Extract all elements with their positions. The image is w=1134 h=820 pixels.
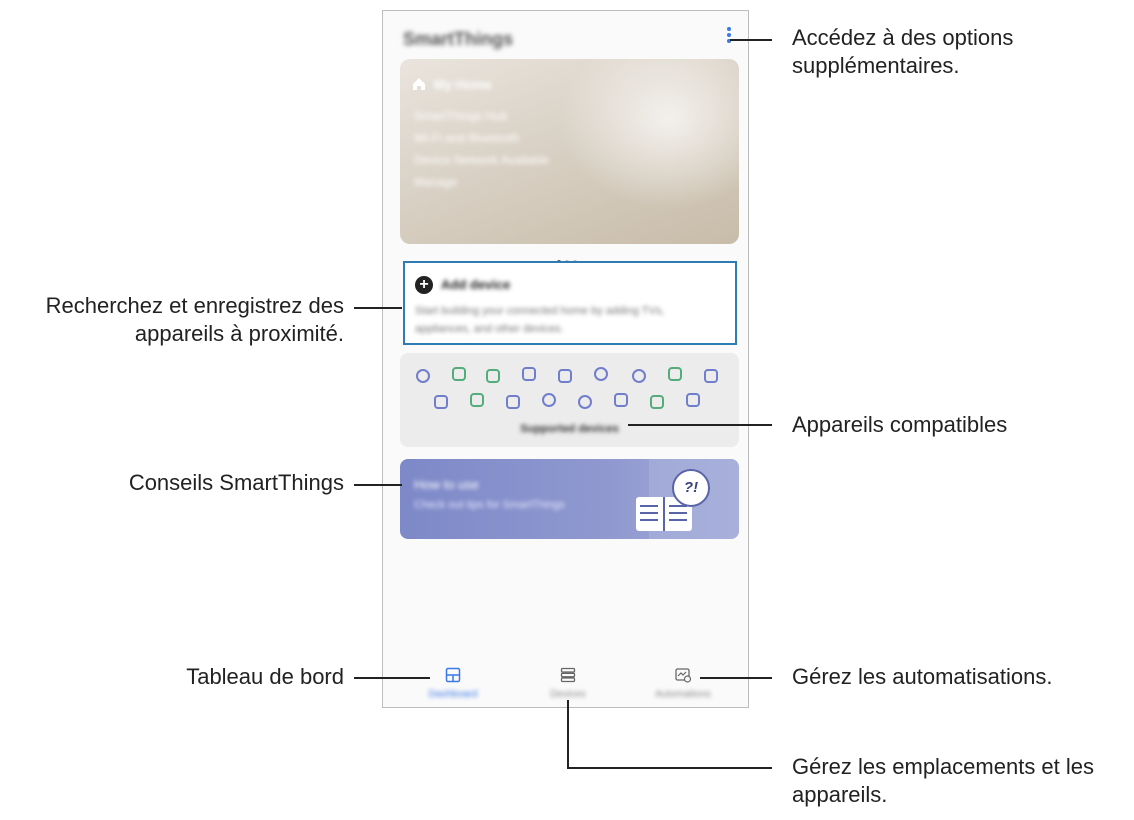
automations-icon	[675, 668, 691, 683]
tab-label: Devices	[550, 689, 586, 700]
device-icon	[486, 369, 500, 383]
device-icon	[650, 395, 664, 409]
device-icon	[704, 369, 718, 383]
device-icon	[506, 395, 520, 409]
device-icon	[558, 369, 572, 383]
callout-line-options	[730, 39, 772, 41]
supported-devices-card[interactable]: Supported devices	[400, 353, 739, 447]
tips-card[interactable]: How to use Check out tips for SmartThing…	[400, 459, 739, 539]
annotation-options: Accédez à des options supplémentaires.	[792, 25, 1014, 78]
tab-automations[interactable]: Automations	[628, 659, 738, 707]
device-icon	[614, 393, 628, 407]
add-device-title: Add device	[441, 277, 511, 292]
callout-line-dashboard	[354, 677, 430, 679]
add-device-card[interactable]: + Add device Start building your connect…	[403, 261, 737, 345]
callout-line-locations-h	[567, 767, 772, 769]
device-icon	[632, 369, 646, 383]
more-options-icon[interactable]	[723, 25, 735, 47]
callout-line-tips	[354, 484, 402, 486]
annotation-dashboard: Tableau de bord	[186, 664, 344, 689]
question-bubble-icon: ?!	[672, 469, 710, 507]
tab-label: Automations	[655, 689, 711, 700]
tips-subtitle: Check out tips for SmartThings	[414, 499, 566, 511]
annotation-automations: Gérez les automatisations.	[792, 664, 1053, 689]
device-icon	[470, 393, 484, 407]
device-icon	[594, 367, 608, 381]
annotation-compatible: Appareils compatibles	[792, 412, 1008, 437]
plus-icon: +	[415, 276, 433, 294]
bottom-nav: Dashboard Devices Automations	[383, 659, 748, 707]
devices-list-icon	[560, 667, 576, 683]
tips-title: How to use	[414, 477, 480, 492]
annotation-search: Recherchez et enregistrez des appareils …	[45, 293, 344, 346]
callout-line-search	[354, 307, 402, 309]
device-icon	[434, 395, 448, 409]
home-icon	[413, 78, 425, 90]
callout-line-automations	[700, 677, 772, 679]
home-card[interactable]: My Home SmartThings Hub Wi-Fi and Blueto…	[400, 59, 739, 244]
add-device-desc: appliances, and other devices.	[415, 323, 564, 335]
home-card-title: My Home	[434, 77, 492, 92]
device-icon	[578, 395, 592, 409]
tab-devices[interactable]: Devices	[513, 659, 623, 707]
device-icon	[416, 369, 430, 383]
home-card-line: SmartThings Hub	[414, 109, 508, 123]
device-icon	[522, 367, 536, 381]
supported-devices-button[interactable]: Supported devices	[520, 423, 619, 435]
app-title: SmartThings	[403, 29, 514, 49]
home-card-line: Device Network Available	[414, 153, 550, 167]
device-icon	[686, 393, 700, 407]
device-icon	[542, 393, 556, 407]
home-card-line: Manage	[414, 175, 458, 189]
phone-screen: SmartThings My Home SmartThings Hub Wi-F…	[382, 10, 749, 708]
home-card-line: Wi-Fi and Bluetooth	[414, 131, 520, 145]
callout-line-locations-v	[567, 700, 569, 769]
annotation-tips: Conseils SmartThings	[128, 470, 344, 495]
add-device-desc: Start building your connected home by ad…	[415, 305, 665, 317]
annotation-locations: Gérez les emplacements et les appareils.	[792, 754, 1095, 807]
device-icon	[668, 367, 682, 381]
dashboard-icon	[445, 667, 461, 683]
device-icon	[452, 367, 466, 381]
callout-line-compatible	[628, 424, 772, 426]
tab-label: Dashboard	[428, 689, 478, 700]
tab-dashboard[interactable]: Dashboard	[398, 659, 508, 707]
